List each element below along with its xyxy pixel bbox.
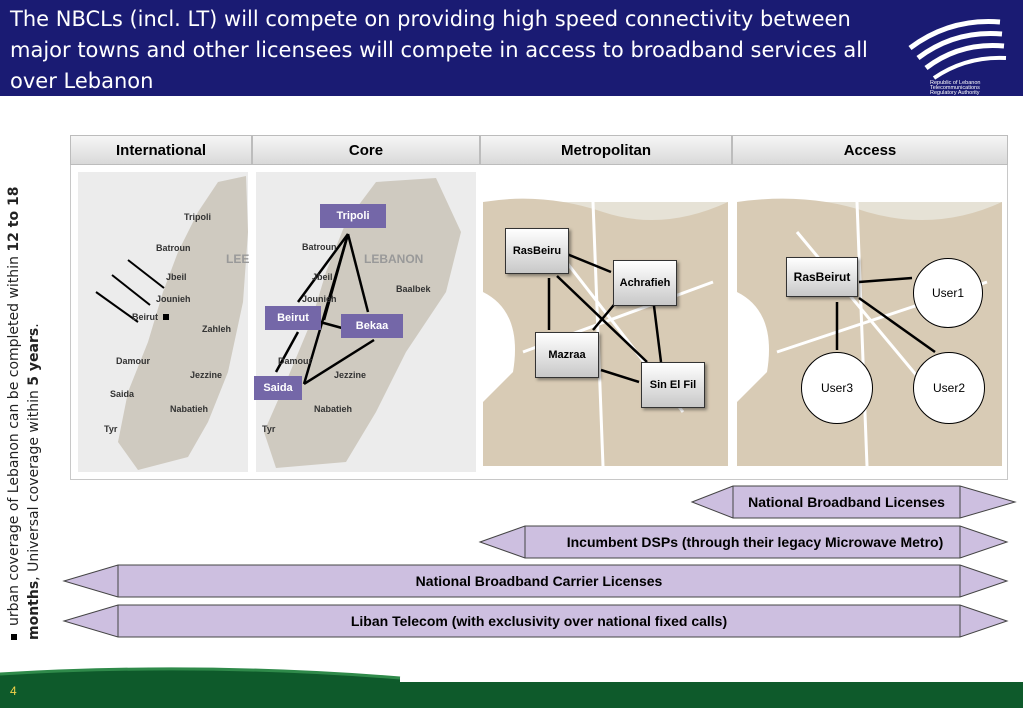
core-node-bekaa: Bekaa — [341, 314, 403, 338]
core-node-saida: Saida — [254, 376, 302, 400]
place-label-saida: Saida — [110, 389, 135, 399]
footer-band — [0, 667, 1023, 708]
core-map-panel: Batroun Jbeil Jounieh Baalbek Damour Jez… — [254, 172, 476, 472]
international-map-panel: Tripoli Batroun Jbeil Jounieh Beirut Zah… — [78, 172, 250, 472]
core-place-nabatieh: Nabatieh — [314, 404, 353, 414]
logo-text-2: Telecommunications — [930, 85, 980, 91]
international-map — [95, 176, 248, 470]
access-node-user3: User3 — [801, 352, 873, 424]
side-note-text-3: . — [26, 323, 42, 328]
side-note-bold-2: 5 years — [26, 327, 42, 386]
tra-logo: Republic of Lebanon Telecommunications R… — [908, 19, 1007, 96]
bar-label-national-broadband-licenses: National Broadband Licenses — [748, 494, 945, 510]
core-node-beirut: Beirut — [265, 306, 321, 330]
place-label-tripoli: Tripoli — [184, 212, 211, 222]
bar-label-incumbent-dsps: Incumbent DSPs (through their legacy Mic… — [566, 534, 944, 550]
metropolitan-map — [483, 172, 728, 466]
place-label-nabatieh: Nabatieh — [170, 404, 209, 414]
metro-node-sin-el-fil: Sin El Fil — [641, 362, 705, 408]
place-label-damour: Damour — [116, 356, 151, 366]
core-place-tyr: Tyr — [262, 424, 276, 434]
access-map-panel: RasBeirut User1 User3 User2 — [737, 172, 1002, 466]
bar-label-national-broadband-carrier: National Broadband Carrier Licenses — [415, 573, 663, 589]
place-label-tyr: Tyr — [104, 424, 118, 434]
core-place-jounieh: Jounieh — [302, 294, 337, 304]
slide-title: The NBCLs (incl. LT) will compete on pro… — [10, 7, 868, 93]
core-place-jezzine: Jezzine — [334, 370, 367, 380]
place-label-jounieh: Jounieh — [156, 294, 191, 304]
metro-node-rasbeiru: RasBeiru — [505, 228, 569, 274]
place-label-beirut: Beirut — [132, 312, 159, 322]
core-place-baalbek: Baalbek — [396, 284, 431, 294]
access-node-user2: User2 — [913, 352, 985, 424]
core-place-batroun: Batroun — [302, 242, 337, 252]
column-header-core: Core — [252, 135, 480, 165]
place-label-jbeil: Jbeil — [166, 272, 187, 282]
core-place-damour: Damour — [278, 356, 313, 366]
core-place-jbeil: Jbeil — [312, 272, 333, 282]
page-number: 4 — [10, 684, 17, 698]
place-label-zahleh: Zahleh — [202, 324, 232, 334]
core-node-tripoli: Tripoli — [320, 204, 386, 228]
header-banner — [0, 0, 1023, 96]
logo-text-1: Republic of Lebanon — [930, 80, 980, 86]
column-header-metropolitan: Metropolitan — [480, 135, 732, 165]
access-hub-rasbeirut: RasBeirut — [786, 257, 858, 297]
map-label-lebanon: LEBANON — [364, 252, 424, 266]
metro-node-achrafieh: Achrafieh — [613, 260, 677, 306]
bar-label-liban-telecom: Liban Telecom (with exclusivity over nat… — [350, 613, 728, 629]
column-header-international: International — [70, 135, 252, 165]
metropolitan-map-panel: RasBeiru Achrafieh Mazraa Sin El Fil — [483, 172, 728, 466]
place-label-jezzine: Jezzine — [190, 370, 223, 380]
place-label-batroun: Batroun — [156, 243, 191, 253]
license-bars — [62, 485, 1017, 638]
metro-node-mazraa: Mazraa — [535, 332, 599, 378]
access-node-user1: User1 — [913, 258, 983, 328]
column-header-access: Access — [732, 135, 1008, 165]
map-label-lee: LEE — [226, 252, 250, 266]
logo-text-3: Regulatory Authority — [930, 90, 980, 96]
